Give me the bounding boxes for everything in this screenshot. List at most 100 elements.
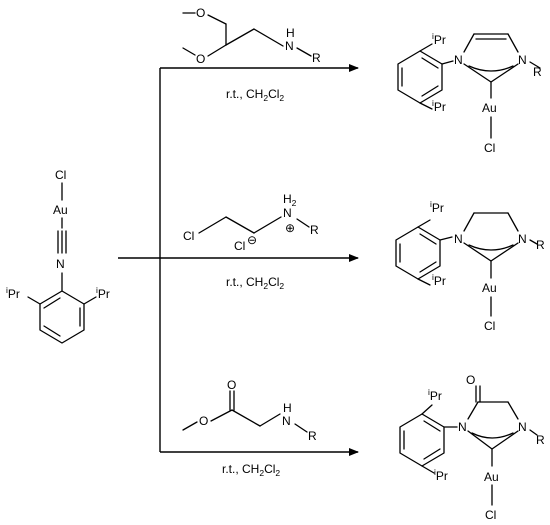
counterion-cl: Cl bbox=[234, 239, 245, 253]
ipr-label: iPr bbox=[96, 285, 110, 301]
delocalization-arc bbox=[468, 244, 514, 251]
bond bbox=[529, 429, 538, 436]
atom-n: N bbox=[283, 206, 292, 220]
bond bbox=[294, 423, 308, 433]
r-group: R bbox=[308, 429, 317, 443]
benzene-ring bbox=[39, 290, 85, 344]
methyl-bond bbox=[182, 47, 196, 56]
atom-n: N bbox=[454, 232, 463, 246]
atom-cl: Cl bbox=[484, 141, 495, 155]
ipr-label: iPr bbox=[432, 31, 446, 47]
methyl-bond bbox=[182, 421, 198, 431]
r-group: R bbox=[312, 51, 321, 65]
bond bbox=[210, 409, 233, 422]
atom-cl: Cl bbox=[183, 229, 194, 243]
ipr-label: iPr bbox=[430, 199, 444, 215]
bond-ipr bbox=[27, 296, 41, 305]
condition-bottom: r.t., CH2Cl2 bbox=[222, 462, 280, 478]
bond-ipr bbox=[419, 102, 433, 110]
delocalization-arc bbox=[471, 432, 514, 439]
bond bbox=[259, 413, 281, 427]
atom-o: O bbox=[196, 52, 205, 66]
bond-ipr bbox=[421, 404, 433, 415]
r-group: R bbox=[533, 65, 542, 79]
bond bbox=[231, 409, 261, 427]
ipr-label: iPr bbox=[6, 285, 20, 301]
atom-cl: Cl bbox=[484, 319, 495, 333]
ring-bond bbox=[463, 212, 475, 232]
product-imidazolonylidene-gold-chloride: iPr iPr N N O R Au Cl bbox=[399, 373, 545, 522]
bond-aryl-n bbox=[439, 236, 453, 241]
bond bbox=[296, 47, 312, 57]
product-imidazolinylidene-gold-chloride: iPr iPr N N R Au Cl bbox=[395, 199, 545, 333]
reaction-arrows bbox=[118, 64, 359, 456]
r-group: R bbox=[536, 238, 545, 252]
bond bbox=[198, 216, 227, 234]
atom-au: Au bbox=[484, 470, 499, 484]
bond-ipr bbox=[83, 296, 97, 305]
ring-double-bond bbox=[43, 297, 61, 309]
ipr-label: iPr bbox=[428, 387, 442, 403]
reagent-chloroethylammonium-chloride: Cl N H2 ⊕ R Cl ⊖ bbox=[183, 192, 319, 253]
bond-ipr bbox=[419, 43, 433, 52]
bond-ipr bbox=[421, 465, 435, 474]
ring-double-bond bbox=[419, 261, 437, 273]
atom-au: Au bbox=[53, 203, 68, 217]
bond bbox=[253, 216, 282, 234]
ring-double-bond bbox=[419, 233, 437, 245]
atom-n: N bbox=[282, 414, 291, 428]
atom-h: H bbox=[283, 401, 292, 415]
aryl-ring bbox=[397, 50, 443, 104]
reagent-glycine-methyl-ester: O O N H R bbox=[182, 378, 317, 443]
ring-bond bbox=[507, 212, 519, 232]
ipr-label: iPr bbox=[432, 272, 446, 288]
ring-double-bond bbox=[423, 420, 441, 432]
bond bbox=[207, 14, 227, 25]
plus-charge: ⊕ bbox=[285, 221, 295, 235]
bond bbox=[529, 239, 538, 245]
minus-charge: ⊖ bbox=[247, 233, 257, 247]
ring-double-bond bbox=[421, 85, 439, 97]
atom-n: N bbox=[518, 420, 527, 434]
nh2-label: H2 bbox=[283, 192, 297, 208]
r-group: R bbox=[536, 433, 545, 447]
bond-ipr bbox=[417, 219, 431, 228]
bond bbox=[225, 216, 255, 234]
ring-bond bbox=[507, 401, 519, 420]
atom-n: N bbox=[285, 39, 294, 53]
atom-h: H bbox=[286, 26, 295, 40]
ring-double-bond bbox=[421, 57, 439, 69]
atom-n: N bbox=[518, 232, 527, 246]
atom-o: O bbox=[199, 414, 208, 428]
atom-o: O bbox=[227, 378, 236, 392]
ipr-label: iPr bbox=[434, 467, 448, 483]
ipr-label: iPr bbox=[432, 98, 446, 114]
atom-au: Au bbox=[482, 281, 497, 295]
reagent-aminoacetaldehyde-acetal: O O N H R bbox=[182, 6, 321, 66]
ring-double-bond bbox=[43, 325, 61, 337]
bond bbox=[207, 44, 227, 57]
atom-n: N bbox=[458, 420, 467, 434]
atom-n: N bbox=[518, 53, 527, 67]
condition-top: r.t., CH2Cl2 bbox=[226, 87, 284, 103]
atom-o: O bbox=[196, 6, 205, 20]
ring-bond bbox=[463, 33, 475, 53]
starting-isocyanide-gold-complex: Cl Au N iPr iPr bbox=[6, 168, 110, 344]
bond bbox=[296, 218, 310, 228]
aryl-ring bbox=[399, 413, 445, 467]
bond bbox=[529, 61, 541, 69]
atom-o: O bbox=[466, 373, 475, 387]
atom-cl: Cl bbox=[55, 168, 66, 182]
bond-aryl-n bbox=[441, 60, 454, 65]
atom-n: N bbox=[56, 257, 65, 271]
atom-au: Au bbox=[482, 101, 497, 115]
ring-bond bbox=[507, 33, 519, 53]
ring-bond bbox=[467, 401, 479, 420]
atom-cl: Cl bbox=[485, 508, 496, 522]
ring-double-bond bbox=[423, 448, 441, 460]
product-imidazolylidene-gold-chloride: iPr iPr N N R Au Cl bbox=[397, 31, 542, 155]
atom-n: N bbox=[454, 53, 463, 67]
bond-ipr bbox=[417, 278, 431, 286]
condition-middle: r.t., CH2Cl2 bbox=[226, 275, 284, 291]
